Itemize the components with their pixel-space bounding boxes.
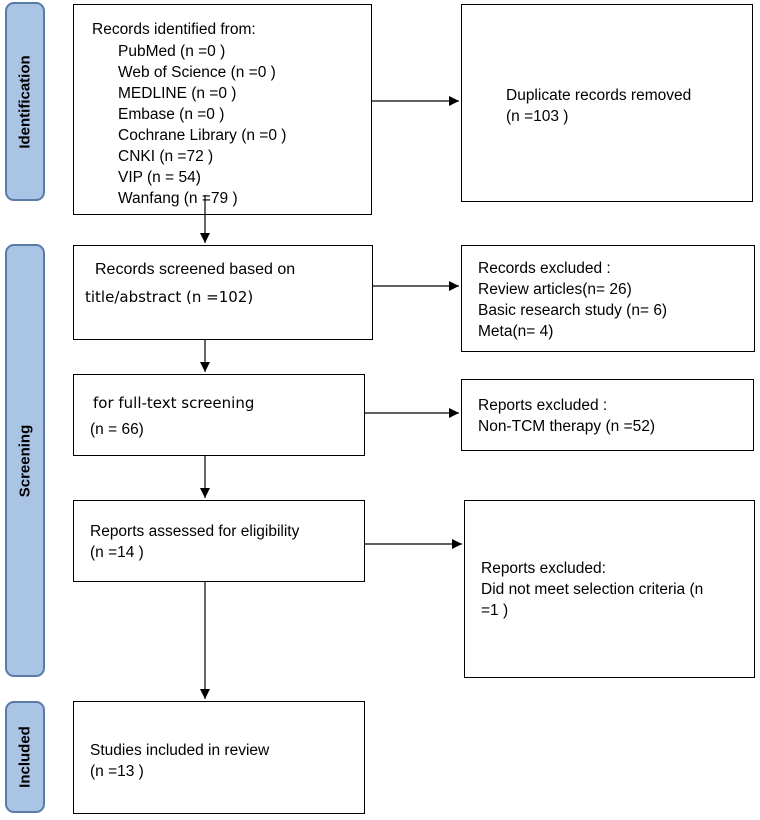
reports-excluded-1-heading: Reports excluded : [478,397,608,414]
included-box: Studies included in review (n =13 ) [73,701,365,814]
source-wanfang: Wanfang (n =79 ) [118,190,238,207]
screened-count: title/abstract (n =102) [85,288,254,306]
phase-screening: Screening [5,244,45,677]
fulltext-label: for full-text screening [93,394,255,412]
source-vip: VIP (n = 54) [118,169,201,186]
fulltext-count: (n = 66) [90,421,144,438]
records-excluded-meta: Meta(n= 4) [478,323,554,340]
screened-box: Records screened based on title/abstract… [73,245,373,340]
phase-identification: Identification [5,2,45,201]
source-cnki: CNKI (n =72 ) [118,148,214,165]
source-medline: MEDLINE (n =0 ) [118,85,237,102]
source-embase: Embase (n =0 ) [118,106,225,123]
records-excluded-heading: Records excluded : [478,260,611,277]
reports-excluded-2-box: Reports excluded: Did not meet selection… [464,500,755,678]
source-cochrane: Cochrane Library (n =0 ) [118,127,287,144]
reports-excluded-2-heading: Reports excluded: [481,560,606,577]
identification-box: Records identified from: PubMed (n =0 ) … [73,4,372,215]
screened-label: Records screened based on [95,261,296,278]
duplicates-box: Duplicate records removed (n =103 ) [461,4,753,202]
duplicates-label: Duplicate records removed [506,87,692,104]
reports-excluded-1-box: Reports excluded : Non-TCM therapy (n =5… [461,379,754,451]
reports-excluded-1-item: Non-TCM therapy (n =52) [478,418,656,435]
duplicates-count: (n =103 ) [506,108,569,125]
eligibility-label: Reports assessed for eligibility [90,523,300,540]
included-label: Studies included in review [90,742,270,759]
records-excluded-review: Review articles(n= 26) [478,281,632,298]
eligibility-box: Reports assessed for eligibility (n =14 … [73,500,365,582]
phase-included: Included [5,701,45,813]
records-excluded-basic: Basic research study (n= 6) [478,302,668,319]
included-count: (n =13 ) [90,763,144,780]
reports-excluded-2-reason: Did not meet selection criteria (n [481,581,704,598]
source-web-of-science: Web of Science (n =0 ) [118,64,276,81]
eligibility-count: (n =14 ) [90,544,144,561]
identification-heading: Records identified from: [92,21,256,38]
reports-excluded-2-count: =1 ) [481,602,509,619]
source-pubmed: PubMed (n =0 ) [118,43,226,60]
fulltext-box: for full-text screening (n = 66) [73,374,365,456]
records-excluded-box: Records excluded : Review articles(n= 26… [461,245,755,352]
